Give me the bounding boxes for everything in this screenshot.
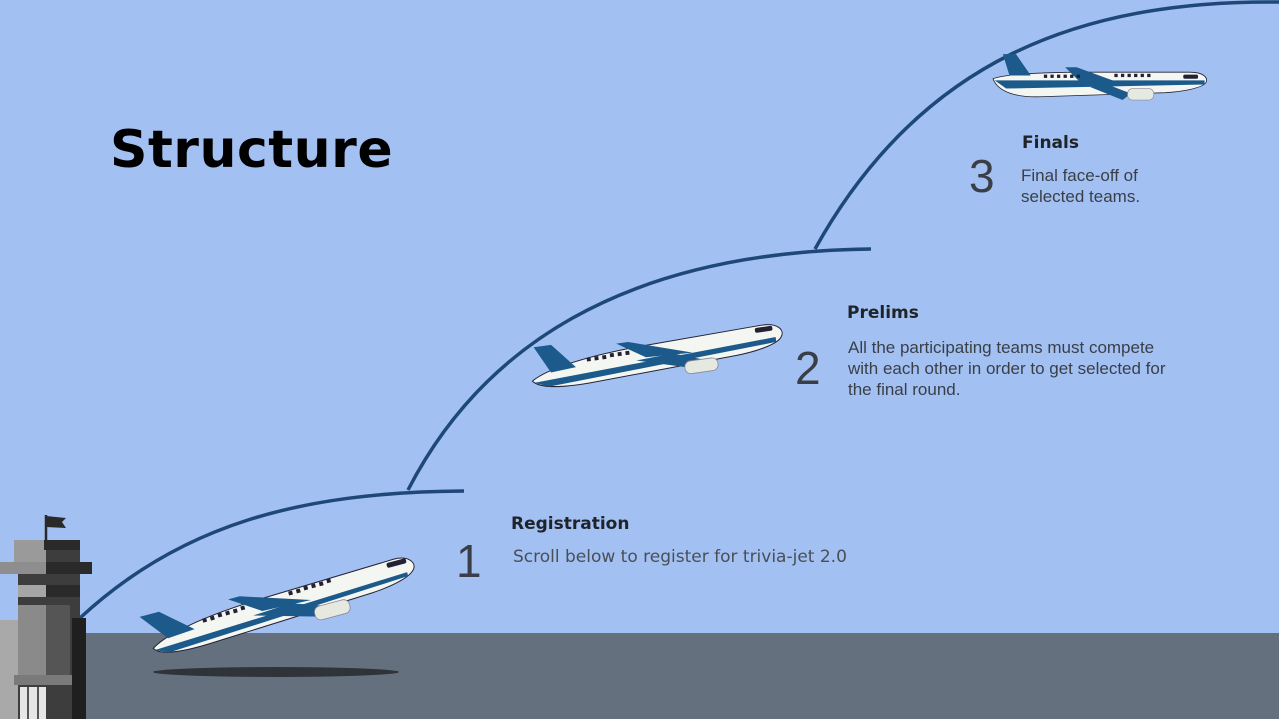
step-2-number: 2 [795,345,821,391]
step-1-title: Registration [511,514,629,534]
step-1-number: 1 [456,538,482,584]
airplane-2-icon [528,313,786,396]
step-3-description-line: Final face-off of [1021,165,1140,186]
airplane-3-icon [993,54,1207,100]
step-3-description: Final face-off of selected teams. [1021,165,1140,207]
step-3-description-line: selected teams. [1021,186,1140,207]
step-2-description-line: with each other in order to get selected… [848,358,1166,379]
step-2-title: Prelims [847,303,919,323]
step-2-description-line: the final round. [848,379,1166,400]
plane-shadow [153,667,399,677]
step-3-title: Finals [1022,133,1079,153]
control-tower-icon [0,515,92,719]
step-2-description-line: All the participating teams must compete [848,337,1166,358]
page-title: Structure [110,120,393,180]
airplane-1-icon [140,545,422,665]
step-1-description: Scroll below to register for trivia-jet … [513,547,847,568]
step-2-description: All the participating teams must compete… [848,337,1166,400]
step-3-number: 3 [969,153,995,199]
